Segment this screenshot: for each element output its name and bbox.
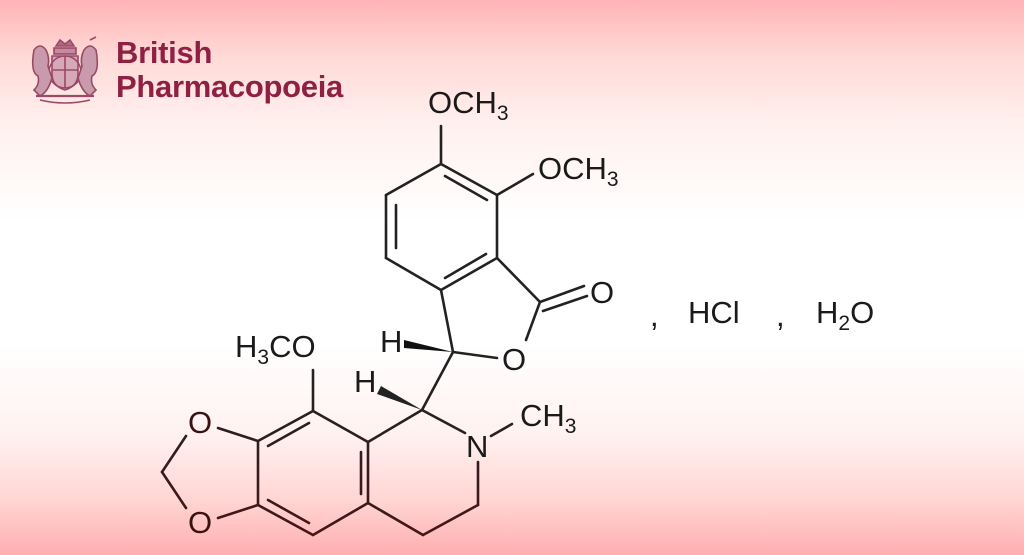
label-dioxole-o-top: O — [188, 405, 212, 440]
salt-formula: , HCl , H2O — [650, 295, 874, 335]
british-pharmacopoeia-logo: British Pharmacopoeia — [28, 36, 343, 104]
label-h-upper: H — [380, 324, 402, 359]
label-h3co: H3CO — [235, 329, 316, 369]
stereo-wedge-lower — [377, 386, 422, 410]
label-och3-right: OCH3 — [538, 151, 619, 191]
label-hcl: HCl — [688, 295, 740, 330]
label-h-lower: H — [354, 364, 376, 399]
logo-line-2: Pharmacopoeia — [116, 69, 343, 104]
separator-comma-1: , — [650, 298, 659, 333]
label-n: N — [466, 429, 488, 464]
label-ring-o: O — [502, 342, 526, 377]
label-och3-top: OCH3 — [428, 85, 509, 125]
label-n-methyl: CH3 — [520, 398, 576, 438]
stereo-wedge-upper — [404, 340, 453, 352]
label-dioxole-o-bottom: O — [188, 505, 212, 540]
label-carbonyl-o: O — [590, 275, 614, 310]
logo-line-1: British — [116, 35, 213, 70]
royal-coat-of-arms-icon — [31, 36, 99, 104]
separator-comma-2: , — [776, 298, 785, 333]
bonds — [160, 124, 589, 537]
label-water: H2O — [816, 295, 874, 335]
logo-wordmark: British Pharmacopoeia — [116, 36, 343, 104]
